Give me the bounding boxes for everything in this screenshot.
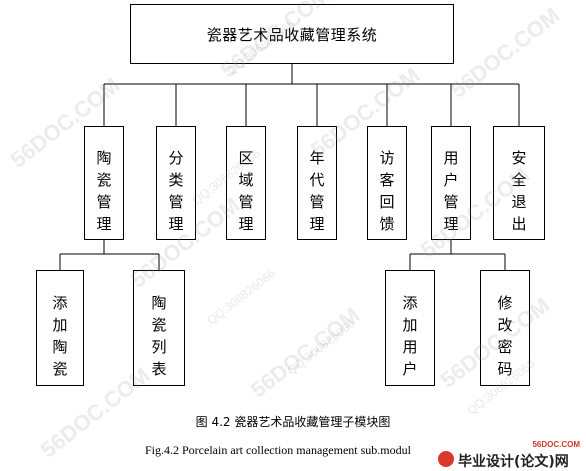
label-char: 用 (443, 149, 459, 167)
label-char: 域 (238, 171, 254, 189)
module-node-user-mgmt: 用户管理 (431, 126, 471, 240)
label-char: 理 (443, 215, 459, 233)
module-node-safe-exit: 安全退出 (493, 126, 545, 240)
submodule-label-add-user: 添加用户 (386, 296, 434, 384)
module-label-ceramic-mgmt: 陶瓷管理 (85, 151, 123, 239)
label-char: 陶 (96, 149, 112, 167)
label-char: 分 (168, 149, 184, 167)
figure-caption-en: Fig.4.2 Porcelain art collection managem… (145, 443, 411, 457)
label-char: 瓷 (52, 360, 68, 378)
label-char: 管 (309, 193, 325, 211)
label-char: 回 (379, 193, 395, 211)
label-char: 理 (96, 215, 112, 233)
module-node-region-mgmt: 区域管理 (226, 126, 266, 240)
module-label-safe-exit: 安全退出 (494, 151, 544, 239)
module-node-ceramic-mgmt: 陶瓷管理 (84, 126, 124, 240)
label-char: 年 (309, 149, 325, 167)
label-char: 客 (379, 171, 395, 189)
label-char: 理 (238, 215, 254, 233)
label-char: 修 (497, 294, 513, 312)
label-char: 馈 (379, 215, 395, 233)
submodule-label-change-password: 修改密码 (481, 296, 529, 384)
label-char: 陶 (151, 294, 167, 312)
label-char: 退 (511, 193, 527, 211)
label-char: 添 (52, 294, 68, 312)
label-char: 区 (238, 149, 254, 167)
label-char: 瓷 (151, 316, 167, 334)
label-char: 访 (379, 149, 395, 167)
label-char: 管 (96, 193, 112, 211)
module-node-era-mgmt: 年代管理 (297, 126, 337, 240)
label-char: 理 (309, 215, 325, 233)
label-char: 类 (168, 171, 184, 189)
submodule-label-ceramic-list: 陶瓷列表 (134, 296, 184, 384)
module-node-category-mgmt: 分类管理 (156, 126, 196, 240)
submodule-node-ceramic-list: 陶瓷列表 (133, 270, 185, 386)
label-char: 加 (402, 316, 418, 334)
label-char: 列 (151, 338, 167, 356)
submodule-node-add-user: 添加用户 (385, 270, 435, 386)
label-char: 用 (402, 338, 418, 356)
module-label-era-mgmt: 年代管理 (298, 151, 336, 239)
label-char: 理 (168, 215, 184, 233)
label-char: 添 (402, 294, 418, 312)
label-char: 全 (511, 171, 527, 189)
label-char: 码 (497, 360, 513, 378)
label-char: 表 (151, 360, 167, 378)
label-char: 陶 (52, 338, 68, 356)
logo-badge-icon (438, 451, 454, 467)
site-logo: 56DOC.COM 毕业设计(论文)网 (430, 440, 586, 471)
logo-text: 毕业设计(论文)网 (458, 454, 569, 470)
label-char: 代 (309, 171, 325, 189)
logo-domain: 56DOC.COM (532, 440, 580, 449)
submodule-node-add-ceramic: 添加陶瓷 (36, 270, 84, 386)
label-char: 管 (238, 193, 254, 211)
module-label-category-mgmt: 分类管理 (157, 151, 195, 239)
label-char: 管 (443, 193, 459, 211)
module-label-user-mgmt: 用户管理 (432, 151, 470, 239)
root-label: 瓷器艺术品收藏管理系统 (206, 25, 378, 44)
label-char: 安 (511, 149, 527, 167)
label-char: 加 (52, 316, 68, 334)
root-node: 瓷器艺术品收藏管理系统 (130, 4, 454, 64)
label-char: 管 (168, 193, 184, 211)
label-char: 改 (497, 316, 513, 334)
submodule-node-change-password: 修改密码 (480, 270, 530, 386)
label-char: 户 (402, 360, 418, 378)
module-label-region-mgmt: 区域管理 (227, 151, 265, 239)
label-char: 出 (511, 215, 527, 233)
label-char: 密 (497, 338, 513, 356)
figure-caption-cn: 图 4.2 瓷器艺术品收藏管理子模块图 (195, 415, 391, 429)
module-label-visitor-feedback: 访客回馈 (368, 151, 406, 239)
module-node-visitor-feedback: 访客回馈 (367, 126, 407, 240)
label-char: 户 (443, 171, 459, 189)
label-char: 瓷 (96, 171, 112, 189)
submodule-label-add-ceramic: 添加陶瓷 (37, 296, 83, 384)
